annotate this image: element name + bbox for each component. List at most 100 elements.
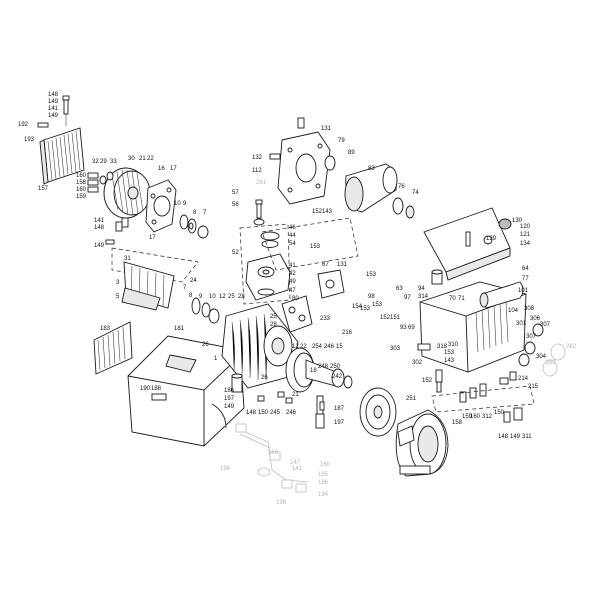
part-label: 190 (140, 386, 151, 392)
end-flange (145, 179, 177, 233)
part-label: 311 (522, 434, 532, 440)
bolt-129 (465, 231, 471, 247)
part-label: 70 (449, 296, 456, 302)
part-label: 187 (334, 406, 345, 412)
fittings-214-215 (499, 371, 517, 385)
part-label: 141 (48, 106, 59, 112)
rod-101 (479, 281, 524, 309)
part-label: 158 (452, 420, 463, 426)
part-label: 153 (360, 306, 371, 312)
part-label: 282 (566, 344, 577, 350)
part-label: 47 (289, 288, 296, 294)
part-label: 312 (482, 414, 493, 420)
bracket-67 (317, 269, 345, 299)
part-label: 26 (202, 342, 209, 348)
part-label: 149 (94, 243, 105, 249)
part-label: 28 (270, 322, 277, 328)
part-label: 33 (110, 159, 117, 165)
part-label: 7 (183, 285, 187, 291)
part-label: 250 (330, 364, 341, 370)
part-label: 188 (151, 386, 162, 392)
bearing-stack-lower (191, 297, 220, 324)
part-label: 52 (232, 250, 239, 256)
part-label: 16 (158, 166, 165, 172)
part-label: 42 (289, 271, 296, 277)
part-label: 301 (516, 321, 527, 327)
part-label: 194 (220, 466, 231, 472)
part-label: 57 (232, 190, 239, 196)
filter-cartridge (39, 127, 85, 185)
faded-fittings (542, 343, 566, 377)
part-label: 80 (292, 296, 299, 302)
part-label: 15 (336, 344, 343, 350)
part-label: 24 (190, 278, 197, 284)
filter-screw-top (62, 95, 70, 115)
part-label: 8 (189, 293, 193, 299)
part-label: 5 (116, 294, 120, 300)
side-fittings-right (518, 323, 544, 367)
dashed-outline-left (111, 247, 199, 283)
bolt-132 (269, 153, 281, 160)
part-label: 22 (147, 156, 154, 162)
part-label: 10 (209, 294, 216, 300)
part-label: 25 (270, 314, 277, 320)
part-label: 160 (268, 450, 279, 456)
part-label: 148 (498, 434, 509, 440)
part-label: 8 (193, 210, 197, 216)
part-label: 251 (406, 396, 417, 402)
dashed-outline-bottom-right (431, 385, 535, 413)
bracket-plate (121, 287, 161, 311)
part-label: 129 (486, 236, 497, 242)
part-label: 197 (334, 420, 345, 426)
part-label: 26 (261, 375, 268, 381)
part-label: 149 (48, 99, 59, 105)
part-label: 22 (300, 344, 307, 350)
part-label: 1 (214, 356, 218, 362)
silencer (344, 163, 398, 213)
part-label: 17 (170, 166, 177, 172)
part-label: 28 (238, 294, 245, 300)
valve-bolt (253, 199, 265, 226)
small-parts-246 (257, 391, 293, 404)
part-label: 58 (232, 202, 239, 208)
part-label: 152 (312, 209, 323, 215)
part-label: 246 (324, 344, 335, 350)
part-label: 149 (510, 434, 521, 440)
rotor-housing (221, 303, 299, 389)
part-label: 89 (348, 150, 355, 156)
part-label: 318 (437, 344, 448, 350)
part-label: 149 (224, 404, 235, 410)
part-label: 248 (318, 364, 329, 370)
part-label: 307 (540, 322, 551, 328)
part-label: 192 (18, 122, 29, 128)
bearing-stack-upper (179, 214, 209, 239)
part-label: 141 (292, 466, 303, 472)
part-label: 49 (289, 279, 296, 285)
part-label: 79 (338, 138, 345, 144)
part-label: 160 (76, 187, 87, 193)
part-label: 104 (508, 308, 519, 314)
part-label: 134 (520, 241, 531, 247)
small-tube-303 (417, 343, 431, 351)
seal-89 (324, 155, 336, 171)
part-label: 153 (372, 302, 383, 308)
part-label: 30 (128, 156, 135, 162)
part-label: 151 (390, 315, 401, 321)
part-label: 21 (139, 156, 146, 162)
part-label: 130 (512, 218, 523, 224)
part-label: 12 (292, 344, 299, 350)
fitting-186 (231, 373, 243, 393)
filter-screw-left (37, 122, 49, 128)
part-label: 17 (149, 235, 156, 241)
part-label: 132 (252, 155, 263, 161)
part-label: 261 (256, 180, 267, 186)
part-label: 154 (352, 304, 363, 310)
part-label: 131 (337, 262, 348, 268)
part-label: 306 (530, 316, 541, 322)
part-label: 9 (183, 201, 187, 207)
part-label: 153 (444, 350, 455, 356)
part-label: 152 (422, 378, 433, 384)
enclosure-cover (127, 335, 245, 447)
